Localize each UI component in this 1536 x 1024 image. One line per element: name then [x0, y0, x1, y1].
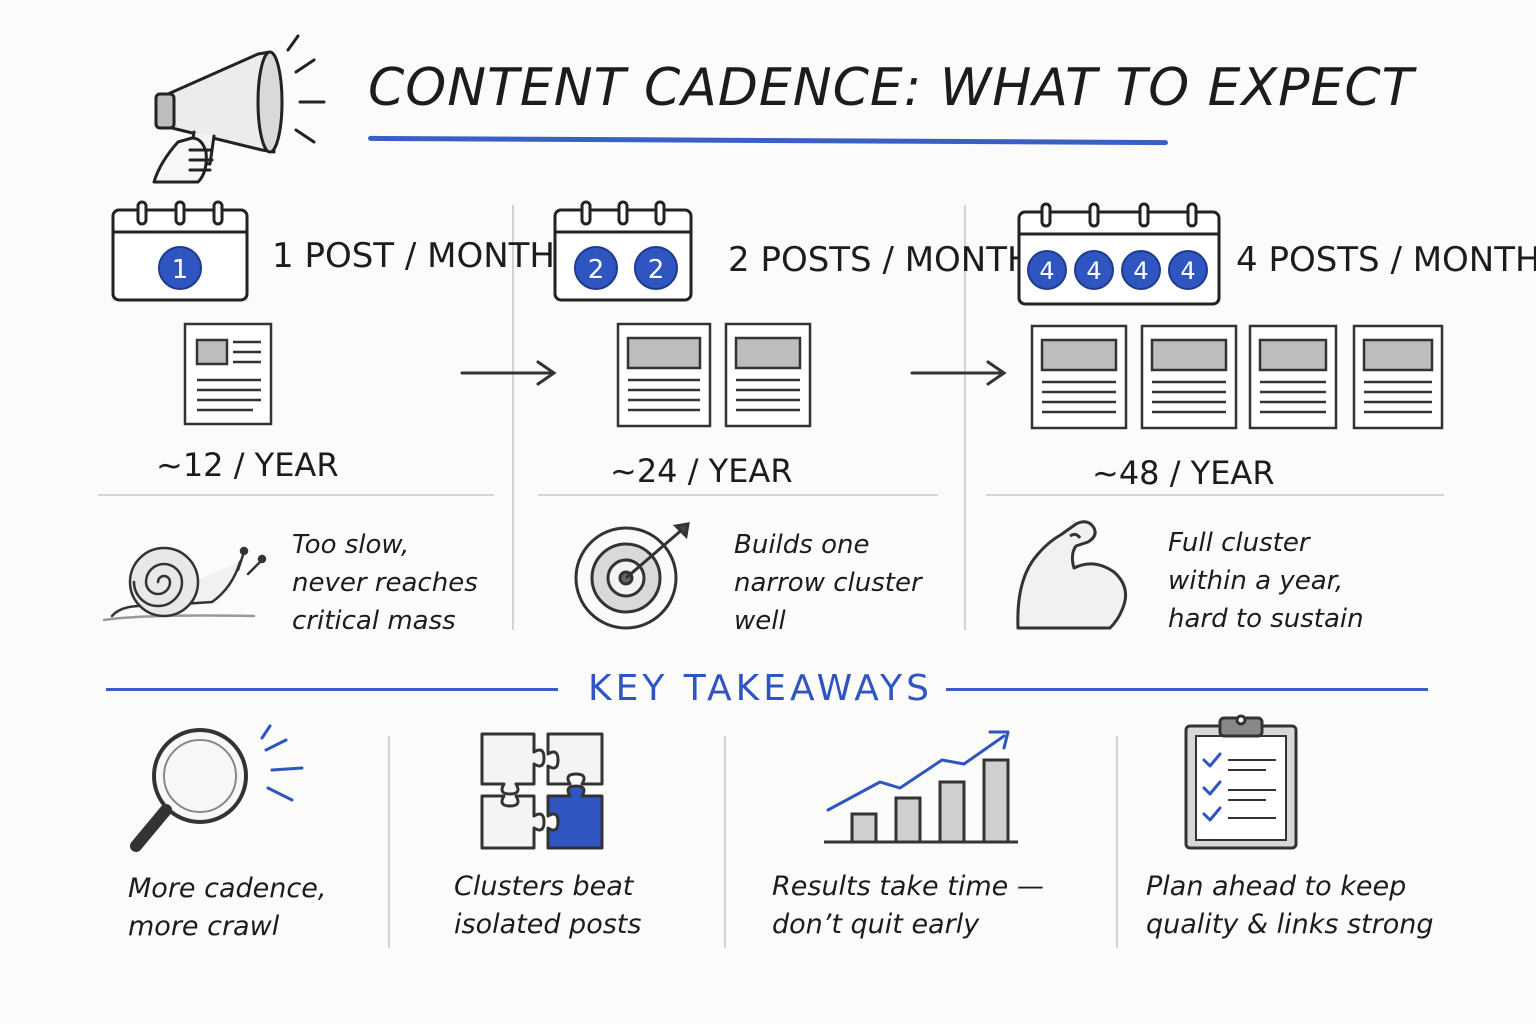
calendar-badge: 4: [1039, 257, 1054, 285]
puzzle-icon: [478, 730, 606, 852]
takeaways-title: KEY TAKEAWAYS: [588, 668, 933, 709]
takeaway-text: Clusters beat isolated posts: [454, 871, 642, 940]
calendar-badge: 1: [172, 255, 189, 285]
takeaway-divider: [388, 736, 390, 948]
calendar-badge: 4: [1086, 257, 1101, 285]
calendar-icon: 4 4 4 4: [1016, 200, 1222, 308]
calendar-icon: 1: [110, 198, 250, 304]
article-icon: [1140, 324, 1238, 430]
article-icon: [1030, 324, 1128, 430]
yearly-total: ~48 / YEAR: [1092, 454, 1275, 492]
takeaway-text: Plan ahead to keep quality & links stron…: [1146, 871, 1434, 940]
calendar-badge: 4: [1180, 257, 1195, 285]
column-divider: [512, 205, 514, 630]
outcome-text: Full cluster within a year, hard to sust…: [1168, 528, 1364, 634]
magnifier-icon: [126, 720, 316, 860]
target-icon: [572, 520, 706, 632]
takeaways-rule-right: [946, 688, 1428, 691]
calendar-badge: 2: [648, 255, 665, 285]
calendar-icon: 2 2: [552, 198, 694, 304]
calendar-badge: 4: [1133, 257, 1148, 285]
snail-icon: [98, 538, 268, 630]
calendar-badge: 2: [588, 255, 605, 285]
article-icon: [183, 322, 273, 426]
takeaway-text: More cadence, more crawl: [128, 873, 327, 942]
column-divider: [964, 205, 966, 630]
megaphone-icon: [138, 32, 338, 192]
page-title: CONTENT CADENCE: WHAT TO EXPECT: [368, 58, 1415, 118]
checklist-icon: [1182, 712, 1300, 850]
frequency-label: 1 POST / MONTH: [272, 236, 555, 276]
yearly-total: ~24 / YEAR: [610, 452, 793, 490]
arrow-icon: [460, 358, 560, 388]
takeaway-divider: [1116, 736, 1118, 948]
article-icon: [1352, 324, 1444, 430]
article-icon: [1248, 324, 1338, 430]
article-icon: [616, 322, 712, 428]
section-divider: [986, 494, 1444, 496]
article-icon: [724, 322, 812, 428]
title-underline: [367, 135, 1169, 146]
takeaway-text: Results take time — don’t quit early: [772, 871, 1044, 940]
section-divider: [538, 494, 938, 496]
takeaways-rule-left: [106, 688, 558, 691]
yearly-total: ~12 / YEAR: [156, 446, 339, 484]
takeaway-divider: [724, 736, 726, 948]
outcome-text: Too slow, never reaches critical mass: [292, 530, 478, 636]
frequency-label: 4 POSTS / MONTH: [1236, 240, 1536, 280]
flexed-arm-icon: [1010, 514, 1140, 634]
section-divider: [98, 494, 494, 496]
arrow-icon: [910, 358, 1010, 388]
growth-chart-icon: [824, 724, 1020, 848]
outcome-text: Builds one narrow cluster well: [734, 530, 922, 636]
frequency-label: 2 POSTS / MONTH: [728, 240, 1033, 280]
